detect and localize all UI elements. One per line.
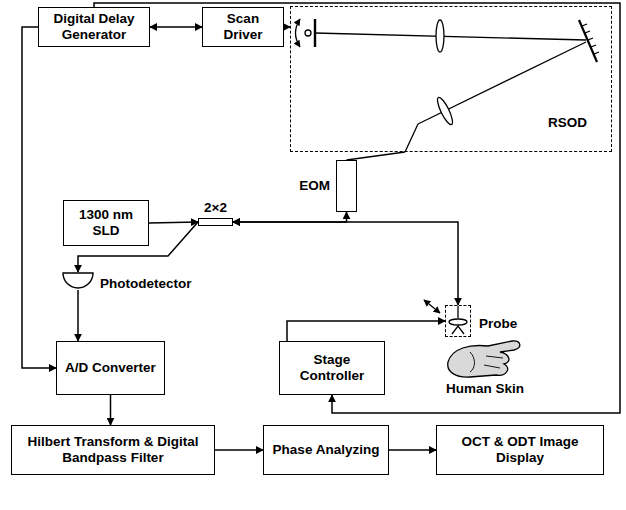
modulator-box: EOM <box>336 160 357 212</box>
scan-arrow <box>296 19 301 47</box>
node-label: 1300 nm SLD <box>64 207 148 238</box>
process-box: 1300 nm SLD <box>63 200 149 246</box>
process-box: Scan Driver <box>202 7 284 47</box>
process-box: Phase Analyzing <box>263 425 389 475</box>
node-label: Stage Controller <box>280 352 384 383</box>
signal-connector <box>389 449 436 451</box>
signal-connector <box>215 449 263 451</box>
probe-fiber <box>457 306 458 318</box>
hand-detail <box>470 352 503 372</box>
node-label: Phase Analyzing <box>269 442 384 458</box>
signal-connector <box>22 27 56 368</box>
process-box: A/D Converter <box>56 341 165 395</box>
photodetector-shape <box>63 273 93 288</box>
signal-connector <box>77 290 79 341</box>
signal-connector <box>233 212 347 222</box>
node-label: Digital Delay Generator <box>39 11 149 42</box>
node-label: A/D Converter <box>61 360 160 376</box>
node-label: 2×2 <box>204 200 227 216</box>
probe-lens <box>449 319 467 325</box>
node-label: RSOD <box>548 115 587 131</box>
node-label: EOM <box>299 178 330 194</box>
process-box: OCT & ODT Image Display <box>436 425 604 475</box>
photodetector-outline <box>62 272 94 290</box>
grating-teeth <box>582 24 599 54</box>
process-box: Stage Controller <box>279 341 385 395</box>
signal-connector <box>110 395 112 425</box>
process-box: Hilbert Transform & Digital Bandpass Fil… <box>11 425 215 475</box>
process-box: Digital Delay Generator <box>38 7 150 47</box>
node-label: Probe <box>479 316 517 332</box>
scan-direction-arrow <box>424 300 440 313</box>
photodetector-symbol: Photodetector <box>62 272 94 290</box>
node-label: Scan Driver <box>203 11 283 42</box>
hand-illustration <box>448 341 520 377</box>
signal-connector <box>287 321 445 341</box>
signal-connector <box>233 222 458 305</box>
illustration-label: Human Skin <box>446 381 524 397</box>
signal-connector <box>149 222 198 223</box>
beam <box>315 33 586 40</box>
node-label: Hilbert Transform & Digital Bandpass Fil… <box>12 434 214 465</box>
probe-housing: Probe <box>445 305 471 337</box>
fiber-coupler: 2×2 <box>198 218 233 226</box>
signal-connector <box>347 152 406 160</box>
lens <box>435 96 455 126</box>
signal-connector <box>150 26 202 28</box>
node-label: OCT & ODT Image Display <box>437 434 603 465</box>
optical-delay-region: RSOD <box>290 6 612 152</box>
probe-focus <box>452 326 464 334</box>
signal-connector <box>94 3 620 413</box>
fiber <box>405 124 418 152</box>
node-label: Photodetector <box>100 276 192 292</box>
lens <box>436 20 444 52</box>
mirror-pivot <box>305 30 311 36</box>
grating <box>579 20 597 62</box>
